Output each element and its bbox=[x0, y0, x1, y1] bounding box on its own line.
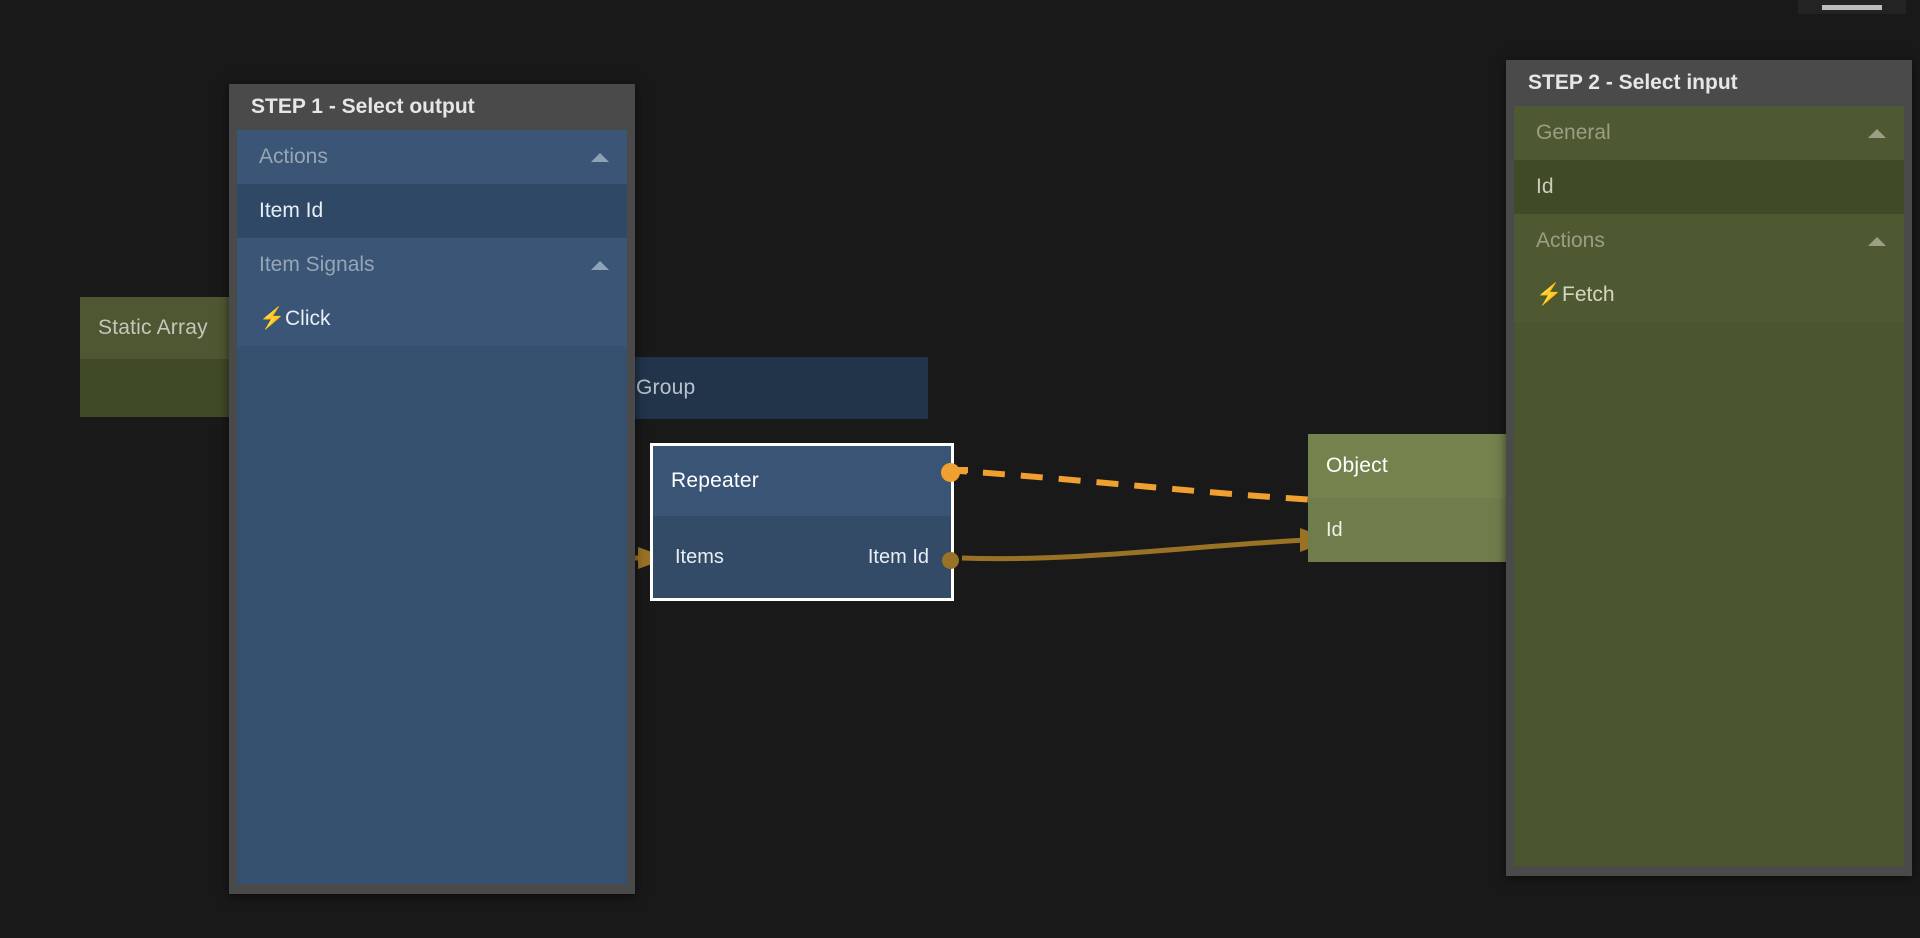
panel-step2-select-input[interactable]: STEP 2 - Select input General Id Actions… bbox=[1506, 60, 1912, 876]
panel-step2-group-general-label: General bbox=[1536, 121, 1611, 144]
repeater-item-id-output-dot[interactable] bbox=[942, 552, 959, 569]
panel-step2-item-id[interactable]: Id bbox=[1514, 160, 1904, 214]
panel-step1-group-item-signals-label: Item Signals bbox=[259, 253, 375, 276]
chevron-up-icon[interactable] bbox=[591, 152, 609, 162]
repeater-signal-output-dot[interactable] bbox=[941, 463, 960, 482]
bolt-icon: ⚡ bbox=[259, 307, 286, 330]
node-object-body: Id bbox=[1308, 498, 1506, 562]
object-input-port-id[interactable]: Id bbox=[1326, 518, 1343, 541]
bolt-icon: ⚡ bbox=[1536, 283, 1563, 306]
panel-step1-group-item-signals[interactable]: Item Signals bbox=[237, 238, 627, 292]
node-repeater-ports: Items Item Id bbox=[653, 516, 951, 598]
repeater-output-port-item-id[interactable]: Item Id bbox=[867, 545, 929, 568]
panel-step1-signal-click-label: Click bbox=[285, 307, 331, 330]
panel-step2-signal-fetch[interactable]: ⚡ Fetch bbox=[1514, 268, 1904, 322]
panel-step2-list[interactable]: General Id Actions ⚡ Fetch bbox=[1514, 106, 1904, 866]
menu-bar-handle-line bbox=[1822, 5, 1882, 10]
panel-step2-signal-fetch-label: Fetch bbox=[1562, 283, 1615, 306]
panel-step1-select-output[interactable]: STEP 1 - Select output Actions Item Id I… bbox=[229, 84, 635, 894]
panel-step1-group-actions-label: Actions bbox=[259, 145, 328, 168]
node-repeater-title: Repeater bbox=[653, 446, 951, 516]
panel-step2-group-general[interactable]: General bbox=[1514, 106, 1904, 160]
panel-step1-item-item-id[interactable]: Item Id bbox=[237, 184, 627, 238]
node-object-title: Object bbox=[1308, 434, 1506, 498]
panel-step1-signal-click[interactable]: ⚡ Click bbox=[237, 292, 627, 346]
node-group-title: Group bbox=[618, 357, 928, 419]
chevron-up-icon[interactable] bbox=[1868, 128, 1886, 138]
panel-step2-group-actions[interactable]: Actions bbox=[1514, 214, 1904, 268]
panel-step1-item-item-id-label: Item Id bbox=[259, 199, 324, 222]
chevron-up-icon[interactable] bbox=[1868, 236, 1886, 246]
menu-bar-handle[interactable] bbox=[1798, 0, 1906, 14]
panel-step1-title: STEP 1 - Select output bbox=[229, 84, 635, 130]
repeater-input-port-items[interactable]: Items bbox=[675, 545, 724, 568]
node-repeater[interactable]: Repeater Items Item Id bbox=[616, 443, 960, 601]
node-group[interactable]: Group bbox=[618, 357, 928, 422]
panel-step2-item-id-label: Id bbox=[1536, 175, 1554, 198]
chevron-up-icon[interactable] bbox=[591, 260, 609, 270]
value-connection-path bbox=[961, 537, 1309, 562]
panel-step1-group-actions[interactable]: Actions bbox=[237, 130, 627, 184]
panel-step2-group-actions-label: Actions bbox=[1536, 229, 1605, 252]
panel-step2-title: STEP 2 - Select input bbox=[1506, 60, 1912, 106]
panel-step1-list[interactable]: Actions Item Id Item Signals ⚡ Click bbox=[237, 130, 627, 884]
node-object[interactable]: Object Id bbox=[1308, 434, 1523, 562]
